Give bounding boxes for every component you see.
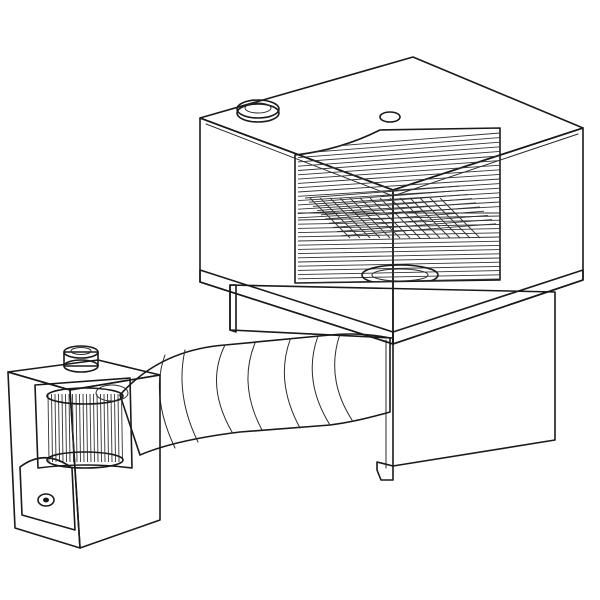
rack-wire: [312, 193, 469, 207]
grill-wire: [297, 257, 500, 263]
basket-wire: [75, 393, 78, 463]
vent-hole: [379, 111, 401, 123]
rack-wire: [316, 198, 473, 212]
firebox-cutaway: [34, 377, 133, 469]
basket-wire: [82, 393, 85, 463]
grill-wire: [297, 265, 500, 271]
burner-ring-inner: [371, 268, 429, 282]
oven-top-face: [199, 56, 584, 191]
mid-rack: [304, 185, 497, 239]
rack-wire: [308, 189, 465, 203]
grill-wire: [297, 187, 500, 202]
rack-wire: [340, 223, 497, 237]
grill-wire: [297, 155, 500, 171]
oven-cutaway: [294, 127, 501, 284]
grill-wire: [297, 183, 500, 197]
duct-ring: [283, 339, 301, 429]
ash-door-opening: [19, 456, 76, 531]
basket-wire: [114, 393, 116, 463]
duct-ring: [158, 354, 176, 449]
rack-wire: [332, 214, 489, 228]
grill-wire: [297, 160, 500, 176]
basket-wire: [103, 393, 106, 463]
grill-wire: [297, 228, 500, 234]
grill-wire: [297, 137, 500, 154]
grill-wire: [297, 244, 500, 250]
duct-ring: [216, 344, 233, 433]
duct-ring: [247, 342, 263, 431]
grill-wire: [297, 232, 500, 238]
basket-wire: [93, 393, 95, 463]
grill-wire: [297, 164, 500, 180]
basket-wire: [96, 393, 99, 463]
basket-wire: [89, 393, 92, 463]
rack-wire: [304, 185, 461, 199]
flue-collar: [236, 99, 280, 123]
rack-wire: [399, 197, 441, 239]
grill-wire: [297, 274, 500, 280]
grill-wire: [297, 178, 500, 193]
burner-ring: [361, 264, 439, 283]
grill-wire: [297, 236, 500, 242]
fire-basket: [46, 387, 124, 469]
basket-wire: [100, 393, 102, 463]
basket-wire: [79, 393, 81, 463]
basket-wire: [65, 393, 67, 463]
rack-wire: [409, 197, 451, 239]
basket-wire: [121, 393, 123, 463]
rack-wire: [336, 219, 493, 233]
basket-wire: [110, 393, 113, 463]
basket-wire: [107, 393, 109, 463]
duct-ring: [311, 335, 331, 426]
rack-wire: [339, 197, 381, 239]
rack-wire: [419, 197, 461, 239]
oven-base-lip-right: [392, 269, 584, 345]
grill-wire: [297, 270, 500, 276]
basket-wire: [51, 393, 53, 463]
basket-wire: [61, 393, 64, 463]
support-stand: [229, 284, 556, 481]
grill-wire: [297, 173, 500, 189]
grill-racks: [297, 132, 500, 283]
oven-chamber: [199, 56, 584, 345]
rack-wire: [349, 197, 391, 239]
grill-wire: [297, 240, 500, 246]
grill-wire: [297, 150, 500, 167]
grill-wire: [297, 132, 500, 150]
basket-wire: [47, 393, 50, 463]
stand-foot-tab: [376, 461, 394, 481]
duct-ring: [181, 349, 199, 443]
grill-wire: [297, 253, 500, 259]
basket-wire: [58, 393, 60, 463]
firebox: [7, 345, 161, 549]
oven-top-lip: [205, 123, 579, 197]
grill-wire: [297, 146, 500, 163]
duct-ring: [334, 333, 353, 421]
grill-wire: [297, 141, 500, 159]
door-knob-icon: [37, 493, 55, 507]
basket-wire: [86, 393, 88, 463]
grill-wire: [297, 169, 500, 184]
grill-wire: [297, 261, 500, 267]
basket-wire: [117, 393, 120, 463]
grill-wire: [297, 249, 500, 255]
basket-wire: [72, 393, 74, 463]
firebox-top-face: [7, 359, 161, 391]
duct-outlet-ring: [95, 384, 129, 402]
basket-wire: [68, 393, 71, 463]
basket-wire: [54, 393, 57, 463]
firebox-collar: [63, 345, 99, 373]
stand-edge: [229, 284, 237, 333]
